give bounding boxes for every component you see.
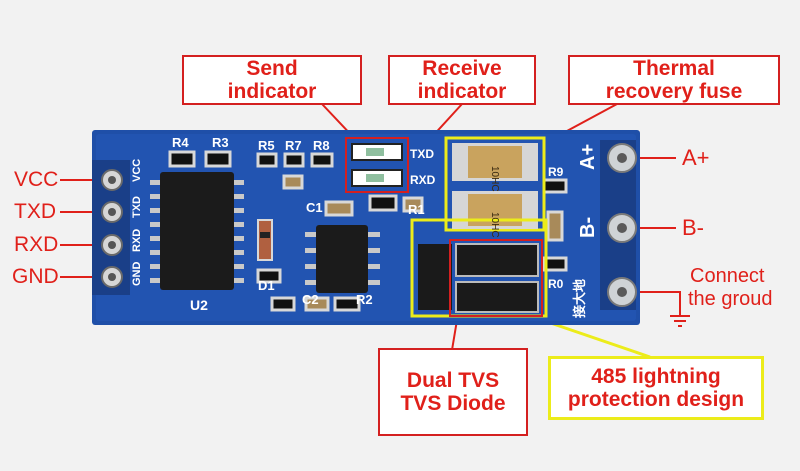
- pin-label-rxd: RXD: [14, 233, 59, 256]
- callout-receive-line1: Receive: [422, 57, 502, 80]
- silk-txd-led: TXD: [410, 147, 434, 161]
- callout-lightning-line2: protection design: [567, 388, 745, 411]
- led-indicators: [345, 137, 409, 193]
- silk-gnd: GND: [131, 262, 143, 287]
- terminal-label-b: B-: [682, 215, 704, 240]
- fuse-marking-2: 10HC: [489, 212, 500, 238]
- callout-thermal-line1: Thermal: [633, 57, 715, 80]
- callout-receive-line2: indicator: [417, 80, 507, 103]
- silk-b-minus: B-: [577, 217, 599, 238]
- silk-r9: R9: [548, 165, 564, 179]
- silk-ground-cn: 接大地: [572, 279, 587, 318]
- silk-rxd: RXD: [131, 229, 143, 252]
- silk-vcc: VCC: [131, 159, 143, 182]
- silk-rxd-led: RXD: [410, 173, 436, 187]
- terminal-label-ground-1: Connect: [690, 265, 765, 287]
- silk-r4: R4: [172, 135, 189, 150]
- silk-d1: D1: [258, 278, 275, 293]
- silk-r8: R8: [313, 138, 330, 153]
- callout-tvs-line2: TVS Diode: [400, 392, 506, 415]
- chip-u2: [150, 172, 244, 290]
- silk-u2: U2: [190, 297, 208, 313]
- callout-lightning-line1: 485 lightning: [591, 365, 721, 388]
- tvs-diodes: [410, 218, 548, 318]
- pin-label-vcc: VCC: [14, 168, 59, 191]
- terminal-label-a: A+: [682, 145, 710, 170]
- callout-send-line1: Send: [246, 57, 298, 80]
- pin-label-txd: TXD: [14, 200, 56, 223]
- silk-txd: TXD: [131, 196, 143, 218]
- pin-header: [92, 160, 130, 295]
- silk-c2: C2: [302, 292, 319, 307]
- silk-r2: R2: [356, 292, 373, 307]
- chip-u1: [305, 225, 380, 293]
- callout-thermal-fuse: Thermal recovery fuse: [568, 55, 780, 105]
- silk-c1: C1: [306, 200, 323, 215]
- terminal-label-ground-2: the groud: [688, 288, 773, 310]
- fuse-marking-1: 10HC: [489, 166, 500, 192]
- callout-lightning-protection: 485 lightning protection design: [548, 356, 764, 420]
- callout-tvs-diode: Dual TVS TVS Diode: [378, 348, 528, 436]
- silk-r7: R7: [285, 138, 302, 153]
- silkscreen-labels: VCC TXD RXD GND R4 R3 R5 R7 R8 TXD RXD C…: [131, 135, 599, 318]
- silk-a-plus: A+: [577, 144, 599, 170]
- terminal-pads: [600, 140, 637, 310]
- callout-send-indicator: Send indicator: [182, 55, 362, 105]
- silk-r3: R3: [212, 135, 229, 150]
- silk-r1: R1: [408, 202, 425, 217]
- callout-tvs-line1: Dual TVS: [406, 369, 500, 392]
- callout-send-line2: indicator: [227, 80, 317, 103]
- silk-r0: R0: [548, 277, 564, 291]
- pin-label-gnd: GND: [12, 265, 59, 288]
- callout-receive-indicator: Receive indicator: [388, 55, 536, 105]
- smd-components: [168, 150, 568, 312]
- callout-thermal-line2: recovery fuse: [605, 80, 743, 103]
- silk-r5: R5: [258, 138, 275, 153]
